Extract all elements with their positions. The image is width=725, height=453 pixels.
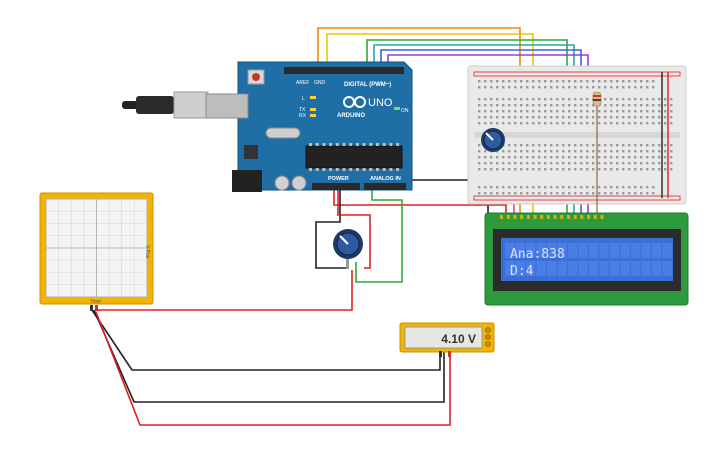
usb-cable [136, 96, 174, 114]
arduino-uno-board[interactable]: GND AREF DIGITAL (PWM~) L TX RX ON UNO A… [122, 61, 413, 192]
led-l [310, 96, 316, 99]
multimeter[interactable]: 4.10 V [399, 322, 495, 357]
analog-header [364, 183, 406, 190]
led-rx [310, 114, 316, 117]
meter-probe-red[interactable] [448, 351, 451, 357]
board-brand: ARDUINO [337, 113, 365, 119]
power-label: POWER [328, 176, 349, 182]
arduino-logo-icon [343, 96, 366, 108]
digital-header [284, 67, 404, 74]
oscilloscope[interactable]: V-Pos Time [39, 192, 154, 311]
scope-terminal-2[interactable] [95, 305, 98, 311]
digital-label: DIGITAL (PWM~) [344, 82, 391, 88]
l-label: L [302, 96, 305, 102]
meter-port-2[interactable] [485, 334, 491, 340]
reset-button[interactable] [252, 73, 260, 81]
oscilloscope-grid [46, 199, 147, 297]
potentiometer-input[interactable] [333, 229, 363, 269]
multimeter-reading: 4.10 V [441, 332, 476, 346]
wire-red-plotter-2[interactable] [95, 311, 451, 426]
resistor[interactable] [592, 91, 602, 215]
capacitor-1 [274, 175, 290, 191]
scope-bottom-label: Time [90, 299, 101, 305]
lcd-pins [500, 215, 604, 219]
rx-label: RX [299, 113, 307, 119]
on-label: ON [401, 108, 409, 114]
board-model: UNO [368, 97, 393, 109]
tx-label: TX [299, 107, 306, 113]
lcd-16x2: Ana:838 D:4 [484, 212, 689, 306]
wire-black-pot[interactable] [315, 190, 348, 269]
aref-label: AREF [296, 80, 309, 86]
led-tx [310, 108, 316, 111]
capacitor-2 [291, 175, 307, 191]
scope-terminal-1[interactable] [90, 305, 93, 311]
atmega-chip [305, 145, 403, 169]
meter-port-1[interactable] [485, 327, 491, 333]
wire-red-plotter[interactable] [96, 270, 353, 311]
voltage-regulator [244, 145, 258, 159]
wire-black-plotter-2[interactable] [93, 309, 445, 403]
chip-pins [309, 143, 400, 171]
lcd-cells [505, 243, 672, 276]
wire-green-analog[interactable] [355, 190, 403, 283]
led-on [394, 107, 400, 110]
analog-label: ANALOG IN [370, 176, 401, 182]
gnd-label: GND [314, 80, 326, 86]
wire-red-pot[interactable] [337, 190, 371, 269]
lcd-line-1: Ana:838 [510, 247, 565, 262]
power-header [312, 183, 360, 190]
usb-connector [173, 91, 209, 119]
meter-probe-black[interactable] [439, 351, 442, 357]
scope-side-label: V-Pos [144, 245, 150, 259]
usb-cable-end [122, 101, 140, 109]
crystal-oscillator [265, 127, 301, 139]
wire-black-plotter[interactable] [91, 309, 441, 371]
power-jack [232, 170, 262, 192]
potentiometer-contrast[interactable] [481, 128, 505, 152]
meter-port-3[interactable] [485, 341, 491, 347]
lcd-line-2: D:4 [510, 264, 534, 279]
